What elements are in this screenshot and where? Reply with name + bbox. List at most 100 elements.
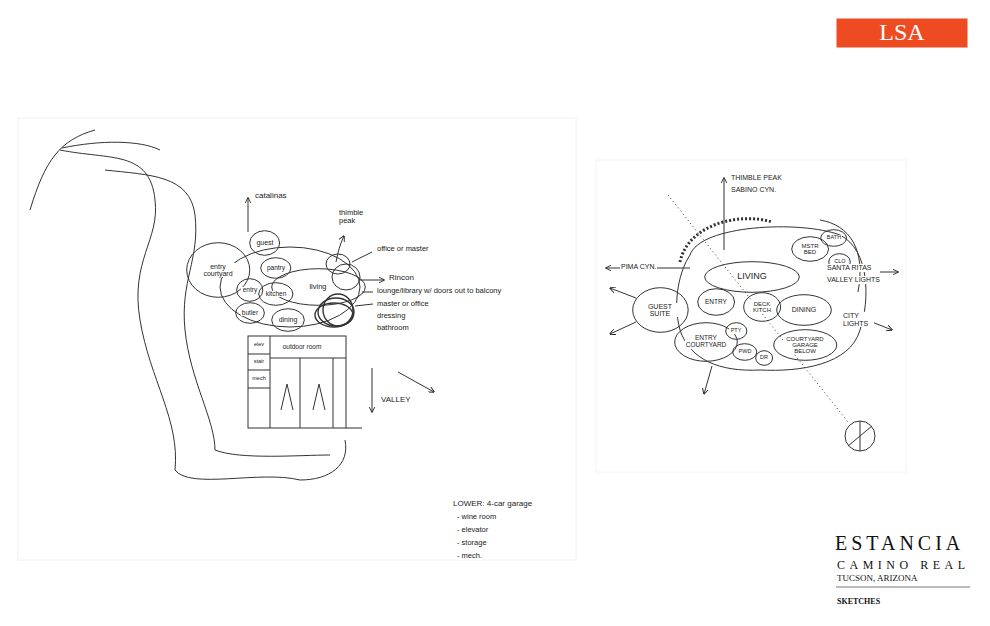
program-note: - wine room	[456, 513, 497, 521]
room-note: office or master	[376, 245, 430, 253]
room-name: pantry	[266, 265, 286, 272]
bubble-shape	[237, 279, 263, 302]
bubble-shape	[261, 258, 291, 279]
room-note: bathroom	[376, 324, 410, 332]
room-name: guest	[255, 239, 275, 246]
north-symbol	[845, 421, 875, 451]
plan-cell: outdoor room	[272, 338, 332, 356]
room-bubble: GUEST SUITE	[632, 287, 689, 333]
view-arrow	[360, 280, 384, 281]
view-label: SABINO CYN.	[730, 186, 777, 194]
bubble-shape	[756, 351, 773, 366]
lower-plan	[248, 336, 346, 428]
room-name: stair	[252, 359, 265, 365]
room-note: dressing	[376, 312, 406, 320]
bubble-shape	[272, 309, 305, 332]
program-note: - mech.	[456, 552, 483, 560]
room-bubble: PTY	[725, 322, 748, 340]
room-name: DINING	[791, 306, 818, 313]
room-bubble: guest	[249, 230, 280, 256]
room-name: mech	[251, 376, 267, 382]
bubble-shape	[773, 330, 836, 361]
room-note: master or office	[376, 300, 430, 308]
bubble-shape	[250, 231, 280, 256]
box-shape	[249, 338, 268, 353]
room-bubble: PWD	[732, 343, 757, 361]
room-name: DECK KITCH	[750, 301, 774, 314]
room-name: outdoor room	[282, 344, 323, 351]
view-arrow	[704, 366, 712, 394]
sheet-name: SKETCHES	[836, 598, 881, 607]
project-location: TUCSON, ARIZONA	[836, 574, 919, 584]
view-arrows	[248, 198, 434, 412]
site-arc	[30, 130, 95, 210]
program-note: - elevator	[456, 526, 489, 534]
room-name: DR	[759, 355, 769, 361]
view-label: VALLEY	[380, 396, 412, 405]
bubble-shape	[675, 323, 738, 362]
sketch-paper	[18, 118, 576, 560]
room-name: ENTRY	[704, 299, 728, 306]
view-label: thimble peak	[338, 209, 374, 226]
view-label: THIMBLE PEAK	[730, 174, 783, 182]
axis-line	[668, 195, 848, 422]
room-name: ENTRY COURTYARD	[685, 335, 727, 349]
bubble-shape	[186, 243, 249, 298]
plan-cell: stair	[249, 355, 269, 370]
scribble-bubble	[332, 264, 360, 290]
scribble-bubble	[326, 254, 350, 274]
room-name: living	[308, 283, 328, 291]
room-bubble: pantry	[260, 257, 292, 279]
room-bubble: COURTYARD GARAGE BELOW	[773, 329, 837, 361]
view-arrow	[372, 368, 373, 412]
room-bubble: ENTRY COURTYARD	[674, 322, 738, 362]
view-label: Rincon	[388, 274, 415, 283]
cluster-outline	[220, 247, 360, 327]
bubble-shape	[236, 303, 265, 324]
view-arrow	[610, 288, 636, 298]
view-arrow	[398, 372, 434, 392]
bubble-shape	[705, 262, 800, 293]
title-rule	[836, 587, 970, 588]
bubble-shape	[744, 293, 781, 322]
view-label: VALLEY LIGHTS	[826, 276, 881, 284]
bubble-shape	[259, 283, 293, 306]
room-note: lounge/library w/ doors out to balcony	[376, 287, 502, 295]
plan-cell: elev	[249, 337, 269, 353]
box-shape	[248, 372, 270, 387]
view-arrow	[610, 322, 636, 334]
room-name: entry	[241, 287, 258, 294]
room-bubble: LIVING	[704, 261, 800, 293]
room-bubble: living	[271, 268, 366, 306]
bubble-shape	[698, 289, 735, 316]
view-label: CITY LIGHTS	[842, 312, 874, 327]
room-name: LIVING	[736, 272, 768, 281]
view-arrow	[872, 322, 892, 330]
hatched-arc	[680, 219, 772, 262]
sketch-paper	[596, 160, 906, 472]
view-arrow	[724, 178, 725, 250]
program-note: - storage	[456, 539, 488, 547]
logo-box: LSA	[836, 18, 968, 48]
site-arc	[62, 142, 160, 150]
box-shape	[273, 339, 332, 356]
room-name: butler	[241, 310, 260, 317]
project-subtitle: CAMINO REAL	[836, 559, 971, 572]
room-bubble: DR	[755, 350, 773, 366]
box-shape	[249, 355, 268, 369]
room-name: kitchen	[264, 291, 287, 298]
room-bubble: dining	[271, 308, 305, 332]
view-label: PIMA CYN.	[620, 263, 657, 271]
scribble-bubble	[315, 303, 353, 327]
bubble-shape	[792, 237, 829, 262]
room-name: elev	[253, 342, 266, 348]
room-name: entry courtyard	[196, 263, 239, 278]
project-title: ESTANCIA	[834, 532, 965, 554]
plan-lines	[248, 336, 362, 428]
road-edge	[105, 170, 330, 456]
leader-line	[352, 252, 372, 262]
room-bubble: ENTRY	[697, 288, 735, 316]
plan-cell: mech	[247, 371, 270, 387]
road-edge	[60, 150, 346, 480]
bubble-shape	[271, 269, 365, 306]
